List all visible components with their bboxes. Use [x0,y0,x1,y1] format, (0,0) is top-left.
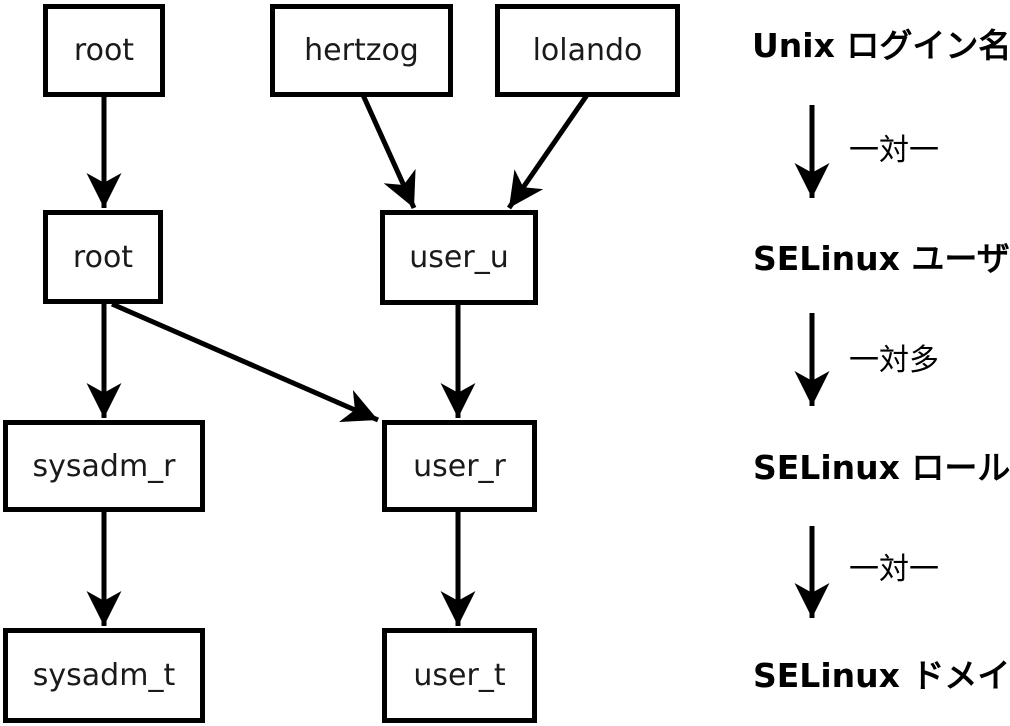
node-login-hertzog-label: hertzog [304,33,419,68]
legend-level-selinux-role: SELinux ロール [753,448,1010,487]
node-login-root-label: root [73,33,135,68]
node-login-hertzog: hertzog [270,4,453,97]
edge-seuser-root-to-user-r [111,301,379,423]
edge-hertzog-to-user-u [360,93,417,210]
node-login-root: root [43,4,165,97]
legend-level-selinux-user: SELinux ユーザ名 [753,239,1010,278]
node-login-lolando-label: lolando [532,33,643,68]
node-seuser-user-u-label: user_u [409,240,509,275]
node-domain-user-t: user_t [382,628,537,723]
node-role-user-r: user_r [382,420,537,512]
node-seuser-root-label: root [72,239,134,275]
legend-relation-one-to-many: 一対多 [849,343,939,378]
node-role-user-r-label: user_r [413,448,506,484]
node-domain-user-t-label: user_t [413,658,506,693]
legend-level-unix-login: Unix ログイン名 [752,26,1010,65]
legend-relation-one-to-one-2: 一対一 [849,552,939,587]
node-login-lolando: lolando [495,4,680,97]
legend-level-selinux-domain: SELinux ドメイン [753,656,1010,695]
node-role-sysadm-r: sysadm_r [3,420,205,512]
node-role-sysadm-r-label: sysadm_r [32,448,176,484]
edge-lolando-to-user-u [506,93,590,210]
legend-relation-one-to-one-1: 一対一 [849,133,939,168]
node-domain-sysadm-t: sysadm_t [3,628,205,723]
node-seuser-user-u: user_u [380,210,538,305]
node-domain-sysadm-t-label: sysadm_t [32,658,176,693]
node-seuser-root: root [43,210,163,304]
